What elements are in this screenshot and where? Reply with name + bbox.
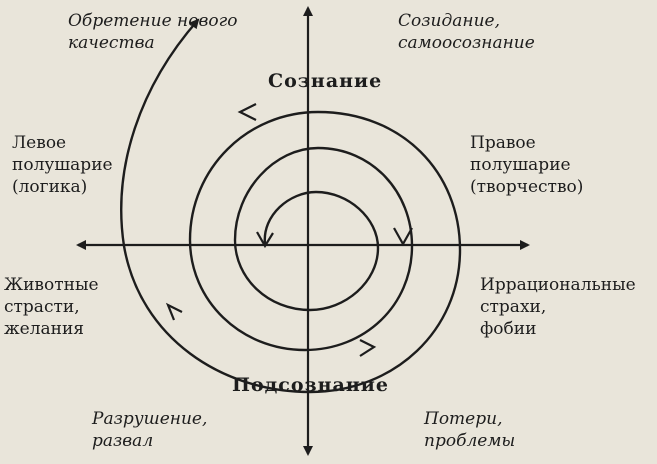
label-losses: Потери, проблемы	[424, 409, 516, 451]
spiral-arrow-lower-left	[165, 302, 183, 321]
spiral-path	[120, 18, 462, 394]
label-creation: Созидание, самоосознание	[398, 11, 535, 53]
label-animal-passions: Животные страсти, желания	[4, 275, 99, 339]
label-left-hemisphere: Левое полушарие (логика)	[12, 133, 113, 197]
spiral-arrow-inner	[256, 231, 274, 249]
spiral-arrow-bottom	[359, 339, 377, 357]
spiral-arrow-top	[237, 103, 257, 121]
label-consciousness: Сознание	[268, 70, 383, 92]
label-destruction: Разрушение, развал	[92, 409, 208, 451]
label-subconscious: Подсознание	[232, 374, 389, 396]
label-right-hemisphere: Правое полушарие (творчество)	[470, 133, 584, 197]
label-irrational-fears: Иррациональные страхи, фобии	[480, 275, 636, 339]
label-new-quality: Обретение нового качества	[68, 11, 238, 53]
spiral-arrow-right	[393, 227, 413, 247]
